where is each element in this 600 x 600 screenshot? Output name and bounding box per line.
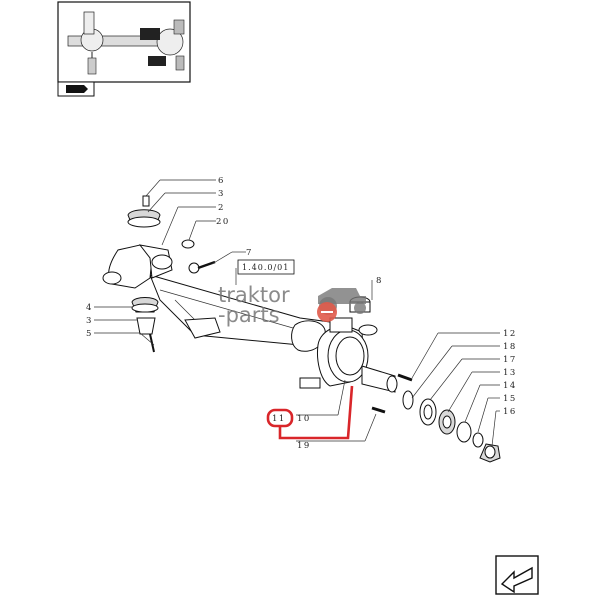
- callout-3-top: 3: [218, 189, 225, 199]
- reference-box[interactable]: 1.40.0/01: [237, 259, 295, 275]
- callout-16: 16: [503, 407, 517, 417]
- callout-labels: 6 3 2 20 7 4 3 5 8 12 18 17 13 14 15 16 …: [86, 176, 517, 451]
- callout-10: 10: [297, 414, 311, 424]
- right-hub-carrier: [299, 317, 398, 393]
- callout-14: 14: [503, 381, 517, 391]
- callout-6: 6: [218, 176, 225, 186]
- callout-4: 4: [86, 303, 93, 313]
- watermark: traktor -parts: [218, 283, 366, 327]
- callout-19: 19: [297, 441, 311, 451]
- callout-11: 11: [272, 414, 286, 424]
- next-page-arrow-icon[interactable]: [495, 555, 539, 595]
- bearing-stack: [402, 390, 501, 463]
- callout-15: 15: [503, 394, 517, 404]
- callout-7: 7: [246, 248, 253, 258]
- watermark-line-1: traktor: [218, 283, 290, 307]
- callout-17: 17: [503, 355, 517, 365]
- bolt-part: [188, 260, 216, 274]
- highlight-marker: [266, 385, 354, 440]
- tractor-logo-icon: [317, 288, 366, 322]
- page-flag-icon[interactable]: [57, 81, 95, 97]
- callout-18: 18: [503, 342, 517, 352]
- callout-12: 12: [503, 329, 517, 339]
- callout-8: 8: [376, 276, 383, 286]
- left-swivel-housing: [102, 244, 173, 289]
- axle-thumbnail-icon[interactable]: [57, 1, 191, 83]
- watermark-line-2: -parts: [218, 303, 280, 327]
- studs: [371, 373, 413, 414]
- callout-5: 5: [86, 329, 93, 339]
- leader-lines: [94, 179, 500, 447]
- axle-beam: [149, 274, 331, 352]
- callout-2: 2: [218, 203, 225, 213]
- callout-13: 13: [503, 368, 517, 378]
- reference-code: 1.40.0/01: [242, 263, 289, 272]
- callout-20: 20: [216, 217, 230, 227]
- callout-3-bottom: 3: [86, 316, 93, 326]
